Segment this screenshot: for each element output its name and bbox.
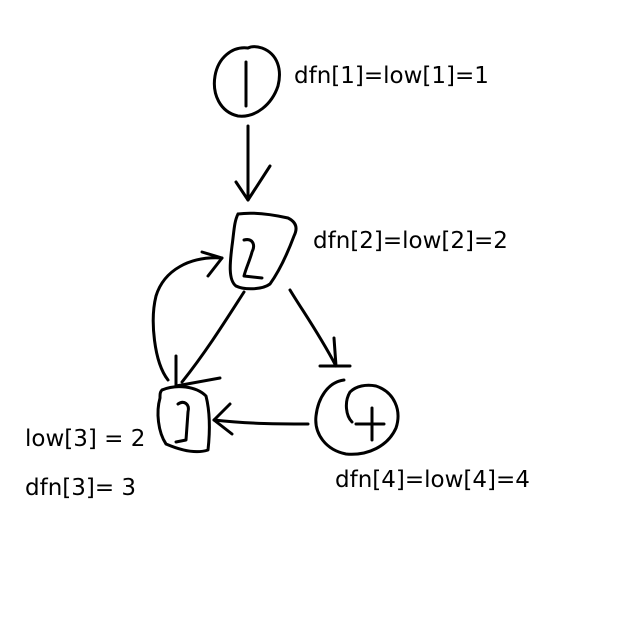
node-2 <box>228 211 298 291</box>
node-3-label <box>174 400 190 444</box>
node-1-annotation: dfn[1]=low[1]=1 <box>294 63 489 89</box>
node-4-label <box>354 406 386 442</box>
node-4-outline <box>314 378 400 456</box>
edge-2-to-4-arrowhead <box>318 336 352 368</box>
node-2-annotation: dfn[2]=low[2]=2 <box>313 228 508 254</box>
edge-4-to-3 <box>212 402 310 436</box>
edge-3-to-2 <box>151 250 224 382</box>
node-3-low-annotation: low[3] = 2 <box>25 426 146 452</box>
node-1-outline <box>212 45 281 118</box>
node-4 <box>314 378 400 456</box>
edge-1-to-2 <box>234 124 272 202</box>
node-3-outline <box>156 385 211 454</box>
edge-1-to-2-arrowhead <box>234 164 272 202</box>
edge-2-to-3-arrowhead <box>174 354 222 388</box>
edge-2-to-4-line <box>288 288 338 368</box>
edge-4-to-3-line <box>212 418 310 426</box>
node-1 <box>212 45 281 118</box>
node-2-outline <box>228 211 298 291</box>
node-4-annotation: dfn[4]=low[4]=4 <box>335 467 530 493</box>
edge-3-to-2-line <box>151 256 224 382</box>
node-2-label <box>242 238 264 280</box>
edge-2-to-3 <box>174 290 246 388</box>
node-3 <box>156 385 211 454</box>
node-3-dfn-annotation: dfn[3]= 3 <box>25 475 137 501</box>
edge-2-to-4 <box>288 288 352 368</box>
edge-4-to-3-arrowhead <box>212 402 234 436</box>
edge-2-to-3-line <box>180 290 246 384</box>
edge-3-to-2-arrowhead <box>200 250 224 278</box>
